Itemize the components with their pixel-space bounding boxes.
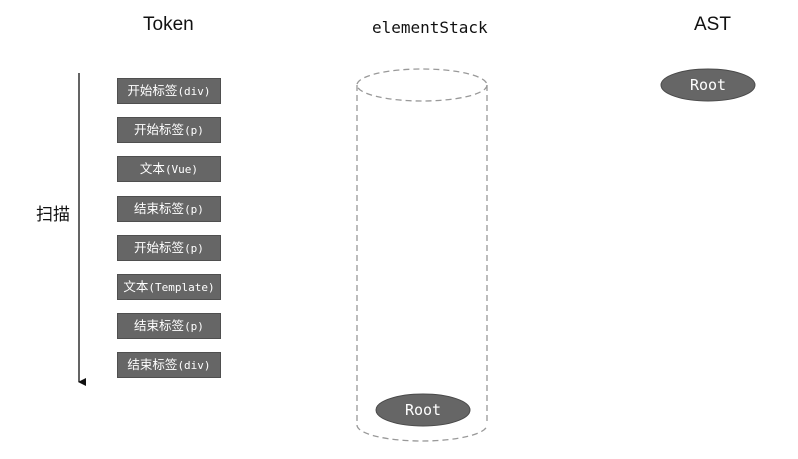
token-arg: (Template) [148, 280, 215, 294]
token-text: 开始标签 [127, 83, 178, 98]
token-arg: (p) [184, 124, 204, 138]
token-text: 结束标签 [134, 200, 185, 216]
token-list: 开始标签(div) 开始标签(p) 文本(Vue) 结束标签(p) 开始标签(p… [117, 78, 221, 392]
token-arg: (p) [184, 320, 204, 334]
token-item: 结束标签(p) [117, 313, 221, 340]
element-stack-column-heading: elementStack [372, 18, 488, 37]
token-text: 开始标签 [134, 122, 185, 138]
token-arg: (div) [177, 359, 211, 373]
element-stack-cylinder [356, 68, 488, 442]
ast-column-heading: AST [694, 14, 731, 35]
token-item: 结束标签(div) [117, 352, 221, 379]
token-item: 开始标签(p) [117, 234, 221, 261]
scan-label: 扫描 [36, 205, 70, 225]
token-text: 结束标签 [134, 318, 185, 334]
token-item: 文本(Vue) [117, 156, 221, 183]
token-text: 结束标签 [127, 357, 178, 373]
token-item: 开始标签(div) [117, 78, 221, 104]
ast-root-label: Root [690, 76, 726, 94]
token-item: 文本(Template) [117, 273, 221, 300]
token-item: 开始标签(p) [117, 117, 221, 144]
token-arg: (p) [184, 241, 204, 255]
token-arg: (div) [177, 85, 211, 98]
ast-root-node: Root [660, 68, 756, 102]
cylinder-bottom [356, 424, 488, 442]
token-column-heading: Token [143, 14, 194, 35]
token-arg: (Vue) [164, 163, 199, 177]
token-text: 文本 [123, 278, 149, 294]
token-arg: (p) [184, 202, 204, 216]
stack-root-node: Root [375, 393, 471, 427]
token-text: 文本 [139, 161, 165, 177]
token-text: 开始标签 [134, 239, 185, 255]
token-item: 结束标签(p) [117, 195, 221, 222]
cylinder-top [356, 68, 488, 102]
stack-root-label: Root [405, 401, 441, 419]
